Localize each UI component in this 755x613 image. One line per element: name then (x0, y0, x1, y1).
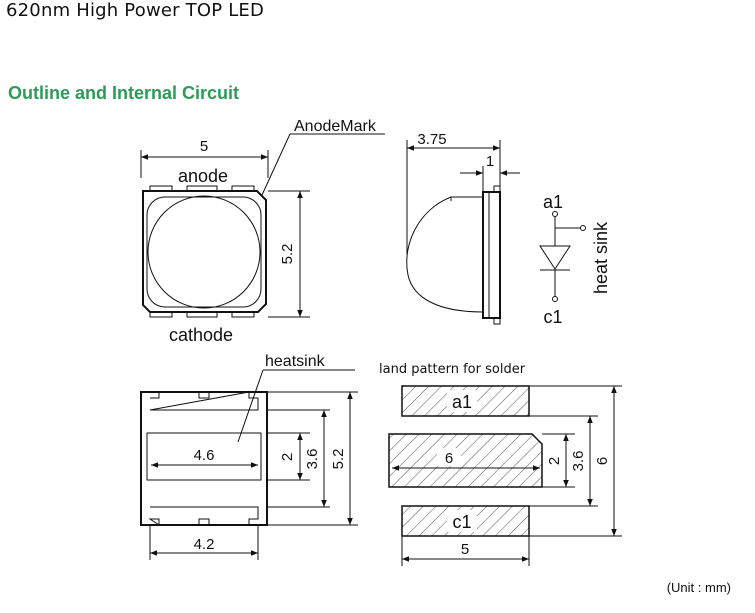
land-total-height-dim: 6 (594, 457, 611, 465)
bottom-inner-height-dim: 3.6 (304, 449, 321, 470)
bottom-total-height-dim: 5.2 (330, 449, 347, 470)
side-lens-offset-dim: 1 (486, 153, 494, 170)
unit-note: (Unit : mm) (666, 580, 731, 595)
bottom-pad-width-dim: 4.6 (194, 447, 215, 464)
land-inner-height-dim: 3.6 (570, 451, 587, 472)
bottom-pad-height-dim: 2 (279, 453, 296, 461)
circuit-cathode-label: c1 (543, 307, 562, 327)
side-view: 3.75 1 (406, 131, 520, 325)
circuit-anode-label: a1 (543, 192, 563, 212)
side-height-dim: 3.75 (417, 131, 446, 148)
bottom-width-dim: 4.2 (194, 536, 215, 553)
bottom-view: heatsink 4.6 2 3.6 5.2 4.2 (140, 353, 358, 560)
land-center-height-dim: 2 (546, 457, 563, 465)
anode-label: anode (178, 166, 228, 186)
top-view: 5 anode AnodeMark 5.2 cathode (140, 118, 385, 345)
internal-circuit: a1 c1 heat sink (539, 192, 611, 327)
land-center-width-dim: 6 (445, 450, 453, 467)
land-pad-c1-label: c1 (452, 512, 471, 532)
land-pattern: land pattern for solder a1 6 c1 2 3.6 6 … (379, 362, 622, 566)
top-width-dim: 5 (200, 138, 208, 155)
anode-mark-label: AnodeMark (294, 118, 377, 135)
top-height-dim: 5.2 (279, 244, 296, 265)
cathode-label: cathode (169, 325, 233, 345)
land-pattern-title: land pattern for solder (379, 362, 526, 377)
page-title: 620nm High Power TOP LED (6, 0, 265, 21)
heatsink-label: heatsink (265, 353, 326, 370)
land-pad-a1-label: a1 (452, 392, 472, 412)
land-width-dim: 5 (461, 541, 469, 558)
section-title: Outline and Internal Circuit (8, 83, 240, 103)
heat-sink-label: heat sink (591, 221, 611, 294)
